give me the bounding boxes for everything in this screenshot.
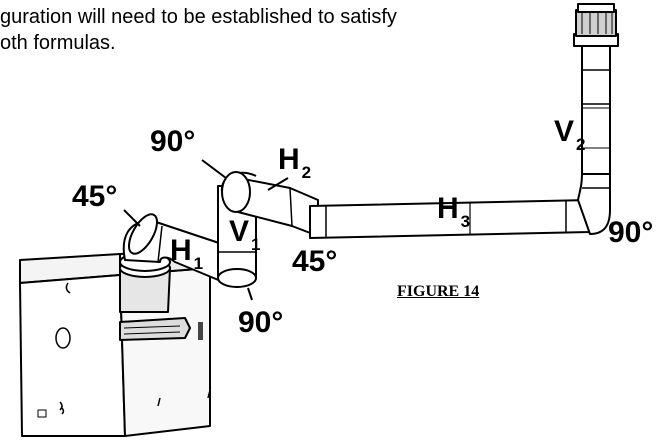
angle-label-90-bottom: 90° [238, 306, 284, 339]
elbow-90-right [577, 171, 611, 235]
vent-termination-cap [573, 3, 619, 47]
appliance-cabinet [19, 247, 211, 437]
leader-lines [123, 159, 289, 301]
intro-line-1: guration will need to be established to … [0, 6, 397, 28]
intro-paragraph: guration will need to be established to … [0, 4, 560, 56]
angle-label-90-top: 90° [150, 125, 196, 158]
pipe-v2 [581, 43, 611, 175]
angle-label-90-right: 90° [608, 216, 654, 249]
figure-caption: FIGURE 14 [397, 283, 480, 300]
angle-label-45-top: 45° [72, 180, 118, 213]
angle-label-45-mid: 45° [292, 245, 338, 278]
intro-line-2: oth formulas. [0, 32, 116, 54]
